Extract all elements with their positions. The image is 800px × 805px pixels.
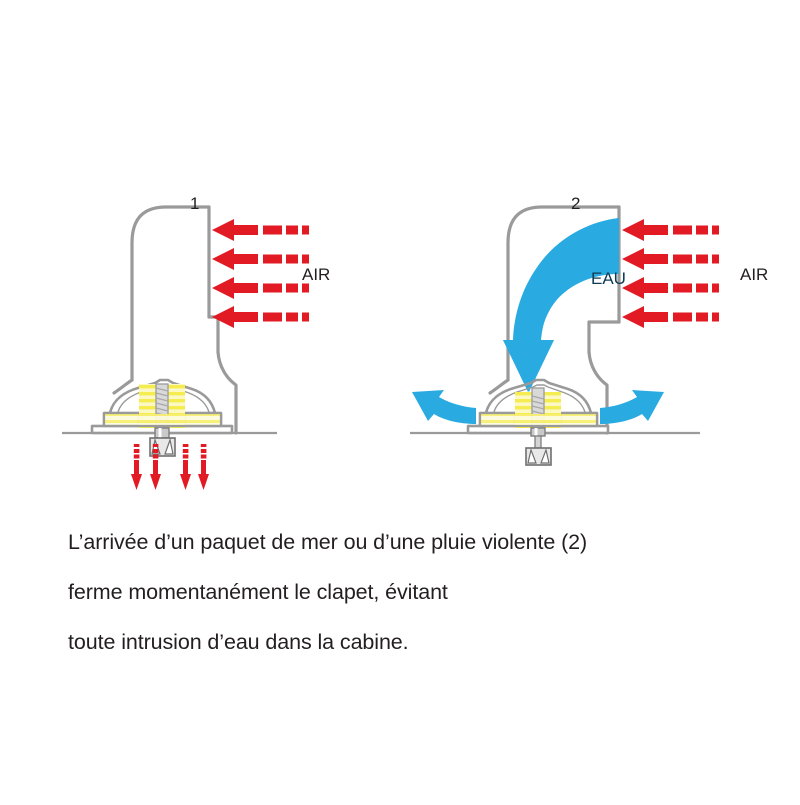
diagram-1-air-label: AIR xyxy=(302,265,331,284)
air-arrow-group-right xyxy=(622,219,719,328)
spring-band-left xyxy=(104,414,220,425)
caption-block: L’arrivée d’un paquet de mer ou d’une pl… xyxy=(68,505,728,680)
diagram-2-number: 2 xyxy=(571,194,581,213)
diagram-2-air-label: AIR xyxy=(740,265,769,284)
valve-stem-right xyxy=(525,427,552,466)
caption-line-1: L’arrivée d’un paquet de mer ou d’une pl… xyxy=(68,530,588,554)
spring-band-right xyxy=(480,414,597,425)
caption-line-2: ferme momentanément le clapet, évitant xyxy=(68,580,448,604)
diagram-open xyxy=(62,205,309,490)
diagram-closed xyxy=(410,205,719,466)
water-outflow-left xyxy=(412,390,476,424)
diagram-2-eau-label: EAU xyxy=(591,269,626,288)
diagram-1-number: 1 xyxy=(190,194,200,213)
caption-line-3: toute intrusion d’eau dans la cabine. xyxy=(68,630,409,654)
water-mass-upper xyxy=(517,218,619,313)
water-outflow-right xyxy=(600,390,664,424)
air-arrow-group-left xyxy=(212,219,309,328)
